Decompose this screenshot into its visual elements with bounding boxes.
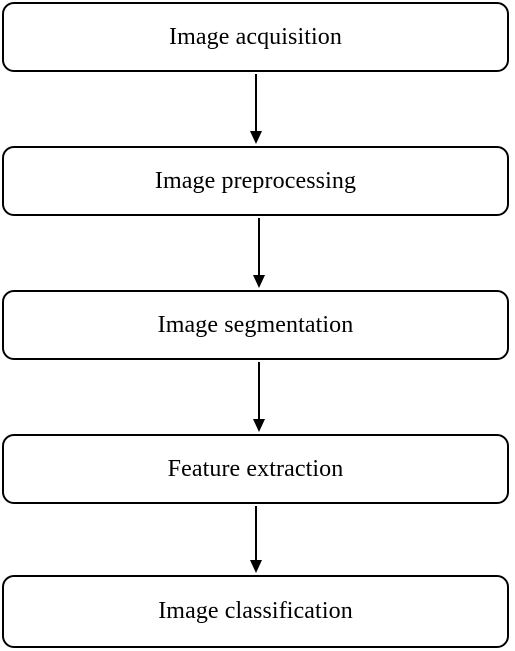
step-label: Image acquisition	[169, 23, 342, 50]
step-image-classification: Image classification	[2, 575, 509, 648]
step-image-preprocessing: Image preprocessing	[2, 146, 509, 216]
arrow-down-icon	[248, 74, 264, 144]
step-label: Image classification	[158, 598, 353, 624]
step-feature-extraction: Feature extraction	[2, 434, 509, 504]
step-image-segmentation: Image segmentation	[2, 290, 509, 360]
arrow-down-icon	[248, 506, 264, 573]
arrow-down-icon	[251, 218, 267, 288]
step-image-acquisition: Image acquisition	[2, 2, 509, 72]
step-label: Image segmentation	[157, 311, 354, 338]
step-label: Image preprocessing	[154, 167, 357, 194]
step-label: Feature extraction	[167, 455, 344, 482]
arrow-down-icon	[251, 362, 267, 432]
